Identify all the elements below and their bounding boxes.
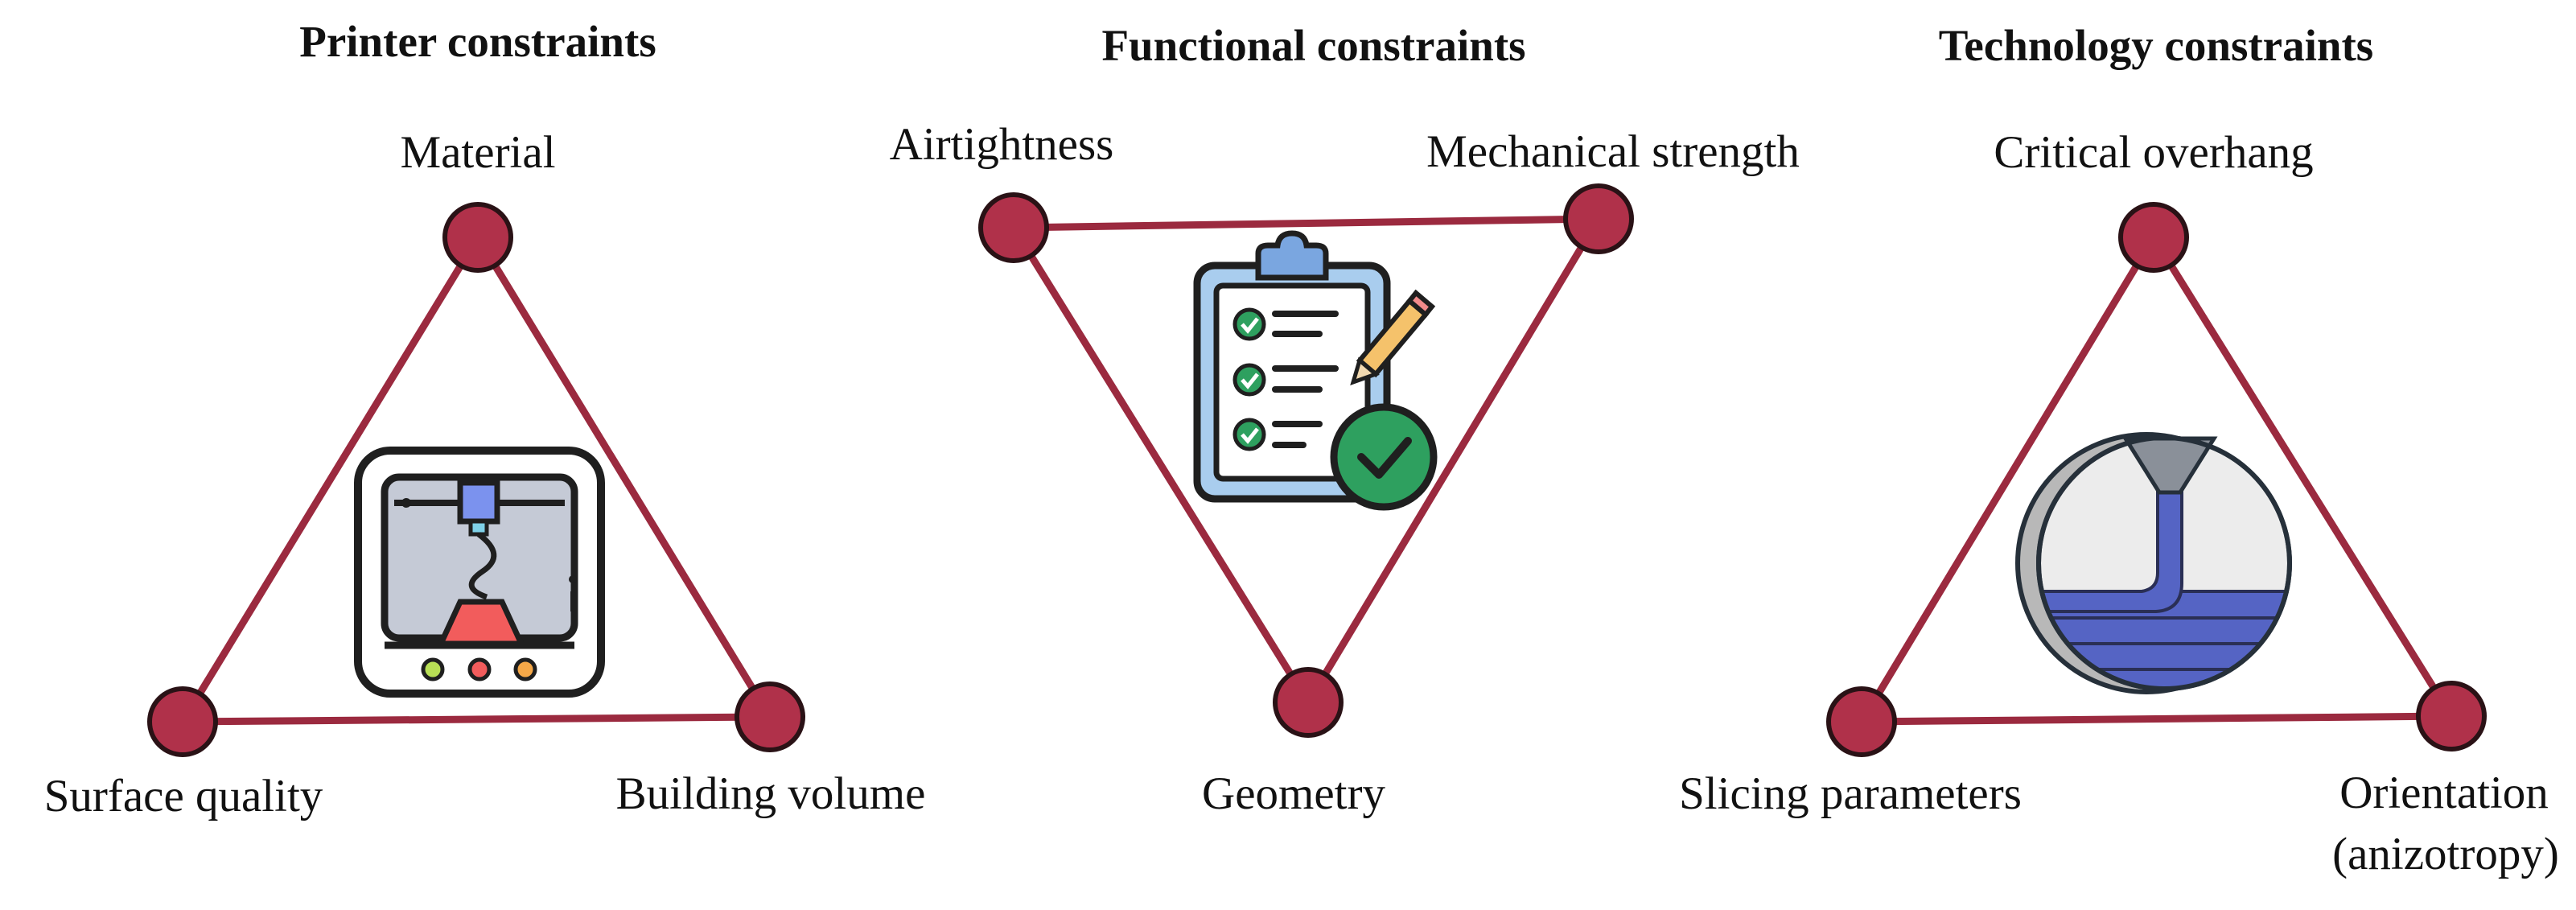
3d-printer-icon [354, 447, 605, 698]
label-mechanical-strength: Mechanical strength [1426, 126, 1800, 177]
label-material: Material [400, 127, 555, 178]
node-airtightness [978, 192, 1049, 263]
nozzle-layers-icon [2015, 432, 2292, 694]
node-mechanical-strength [1563, 183, 1634, 254]
node-orientation [2416, 681, 2487, 751]
technology-constraints-panel: Technology constraints [1679, 21, 2559, 879]
triangle-edge [179, 713, 774, 726]
label-building-volume: Building volume [616, 768, 926, 819]
pencil-icon [1350, 289, 1436, 386]
node-building-volume [735, 681, 805, 752]
node-geometry [1273, 667, 1344, 738]
triangle-edge [1858, 233, 2158, 726]
triangle-edge [1010, 215, 1603, 232]
checklist-clipboard-icon [1193, 230, 1438, 511]
node-surface-quality [147, 686, 218, 757]
label-anizotropy: (anizotropy) [2332, 829, 2559, 879]
triangle-edge [2150, 233, 2455, 720]
printer-constraints-panel: Printer constraints Material S [44, 17, 926, 821]
triangle-edge [474, 233, 774, 721]
triangle-edge [1010, 224, 1312, 706]
panel-title: Printer constraints [299, 17, 656, 66]
node-material [442, 202, 513, 273]
label-geometry: Geometry [1202, 768, 1385, 819]
label-critical-overhang: Critical overhang [1994, 127, 2313, 178]
triangle-edge [179, 233, 482, 726]
label-surface-quality: Surface quality [44, 771, 323, 821]
label-airtightness: Airtightness [890, 119, 1114, 170]
node-slicing-parameters [1826, 686, 1897, 757]
panel-title: Functional constraints [1101, 21, 1525, 70]
label-slicing-parameters: Slicing parameters [1679, 768, 2022, 819]
node-critical-overhang [2118, 202, 2189, 273]
panel-title: Technology constraints [1939, 21, 2373, 70]
triangle-edge [1858, 712, 2455, 726]
triangle-edge [1304, 215, 1603, 706]
functional-constraints-panel: Functional constraints [890, 21, 1800, 819]
label-orientation: Orientation [2339, 768, 2549, 818]
